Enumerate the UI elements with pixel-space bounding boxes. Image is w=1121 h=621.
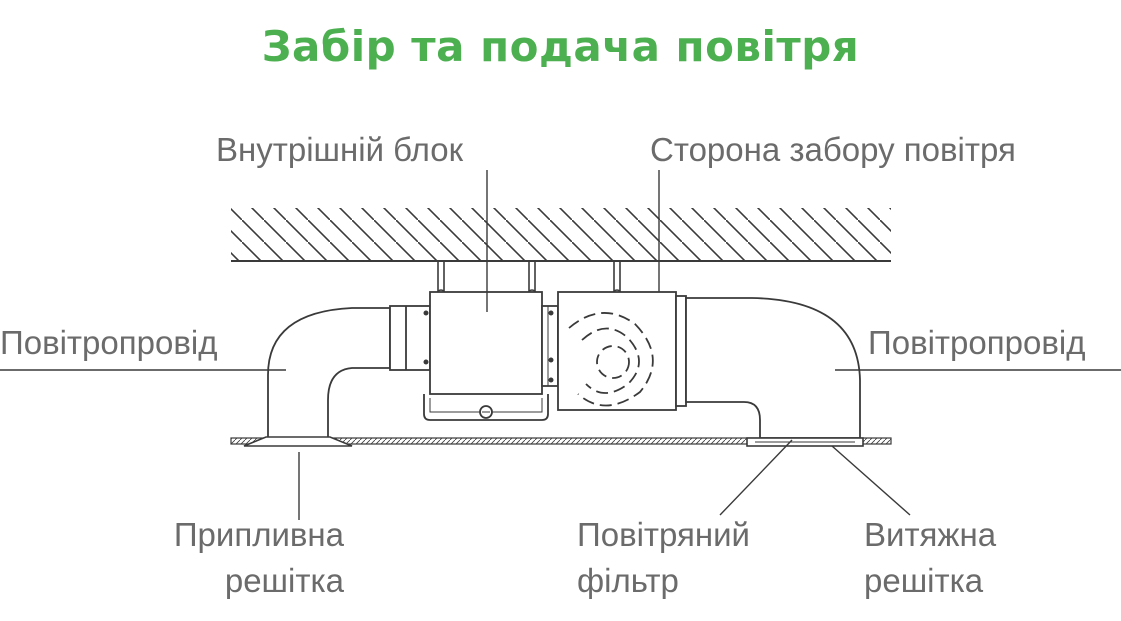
supply-grille-label-line2: решітка	[224, 562, 344, 599]
exhaust-grille	[746, 437, 864, 447]
exhaust-grille-label-line2: решітка	[864, 562, 984, 599]
false-ceiling	[230, 437, 892, 445]
diagram-title: Забір та подача повітря	[261, 22, 860, 71]
ceiling-slab	[231, 208, 891, 262]
supply-grille	[243, 436, 353, 447]
fan-housing	[557, 291, 687, 411]
left-duct	[267, 305, 431, 438]
right-duct	[685, 297, 861, 439]
intake-side-label: Сторона забору повітря	[650, 131, 1016, 168]
left-duct-label: Повітропровід	[0, 324, 218, 361]
right-duct-label: Повітропровід	[868, 324, 1086, 361]
indoor-unit-box	[423, 291, 579, 421]
air-filter-label-line1: Повітряний	[577, 516, 750, 553]
supply-grille-label-line1: Припливна	[173, 516, 344, 553]
air-filter-label-line2: фільтр	[577, 562, 679, 599]
exhaust-grille-label-line1: Витяжна	[864, 516, 997, 553]
indoor-unit-label: Внутрішній блок	[216, 131, 464, 168]
leader-lines	[0, 170, 1121, 520]
